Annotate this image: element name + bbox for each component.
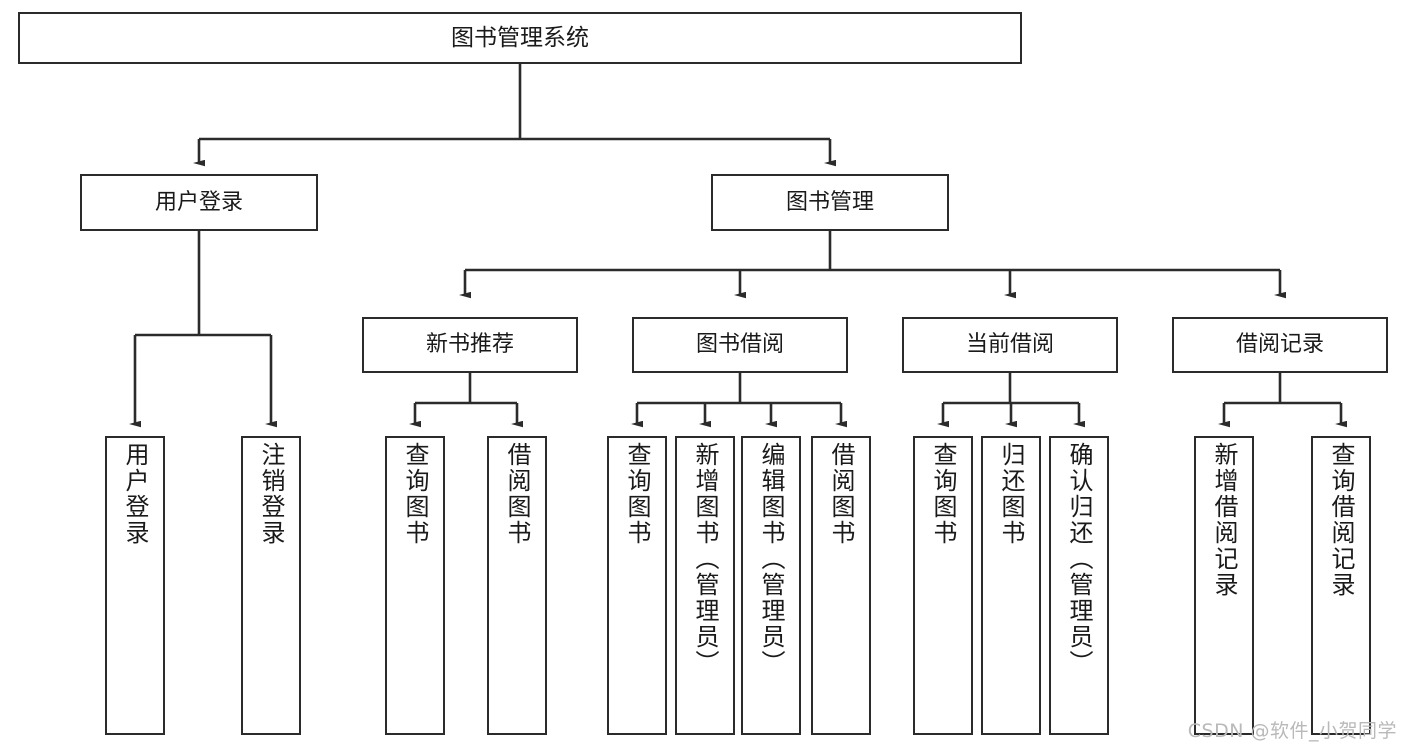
leaf-record-add-record[interactable]: 新增借阅记录 <box>1194 436 1254 735</box>
node-label: 借阅图书 <box>503 442 531 546</box>
node-label: 新增借阅记录 <box>1210 442 1238 598</box>
node-label: 查询图书 <box>623 442 651 546</box>
leaf-newbook-borrow-book[interactable]: 借阅图书 <box>487 436 547 735</box>
leaf-borrow-query-book[interactable]: 查询图书 <box>607 436 667 735</box>
node-label: 用户登录 <box>121 442 149 546</box>
node-label: 新增图书（管理员） <box>691 442 719 676</box>
node-label: 编辑图书（管理员） <box>757 442 785 676</box>
node-label: 用户登录 <box>154 189 243 215</box>
node-label: 查询借阅记录 <box>1327 442 1355 598</box>
leaf-user-login-login[interactable]: 用户登录 <box>105 436 165 735</box>
node-label: 归还图书 <box>997 442 1025 546</box>
leaf-borrow-borrow-book[interactable]: 借阅图书 <box>811 436 871 735</box>
leaf-record-query-record[interactable]: 查询借阅记录 <box>1311 436 1371 735</box>
node-user-login[interactable]: 用户登录 <box>80 174 318 231</box>
leaf-borrow-edit-book[interactable]: 编辑图书（管理员） <box>741 436 801 735</box>
leaf-user-login-logout[interactable]: 注销登录 <box>241 436 301 735</box>
node-label: 新书推荐 <box>425 332 514 358</box>
leaf-current-query-book[interactable]: 查询图书 <box>913 436 973 735</box>
csdn-watermark: CSDN @软件_小贺同学 <box>1187 720 1397 742</box>
node-label: 查询图书 <box>401 442 429 546</box>
node-label: 图书借阅 <box>695 332 784 358</box>
node-label: 确认归还（管理员） <box>1065 442 1093 676</box>
node-label: 图书管理 <box>785 189 874 215</box>
node-label: 借阅图书 <box>827 442 855 546</box>
node-root-system[interactable]: 图书管理系统 <box>18 12 1022 64</box>
leaf-current-confirm-return[interactable]: 确认归还（管理员） <box>1049 436 1109 735</box>
node-book-management[interactable]: 图书管理 <box>711 174 949 231</box>
node-new-book-recommend[interactable]: 新书推荐 <box>362 317 578 373</box>
node-label: 当前借阅 <box>965 332 1054 358</box>
node-label: 图书管理系统 <box>451 24 589 51</box>
node-book-borrow[interactable]: 图书借阅 <box>632 317 848 373</box>
node-label: 借阅记录 <box>1235 332 1324 358</box>
leaf-current-return-book[interactable]: 归还图书 <box>981 436 1041 735</box>
leaf-borrow-add-book[interactable]: 新增图书（管理员） <box>675 436 735 735</box>
node-current-borrow[interactable]: 当前借阅 <box>902 317 1118 373</box>
leaf-newbook-query-book[interactable]: 查询图书 <box>385 436 445 735</box>
node-label: 查询图书 <box>929 442 957 546</box>
node-label: 注销登录 <box>257 442 285 546</box>
node-borrow-record[interactable]: 借阅记录 <box>1172 317 1388 373</box>
